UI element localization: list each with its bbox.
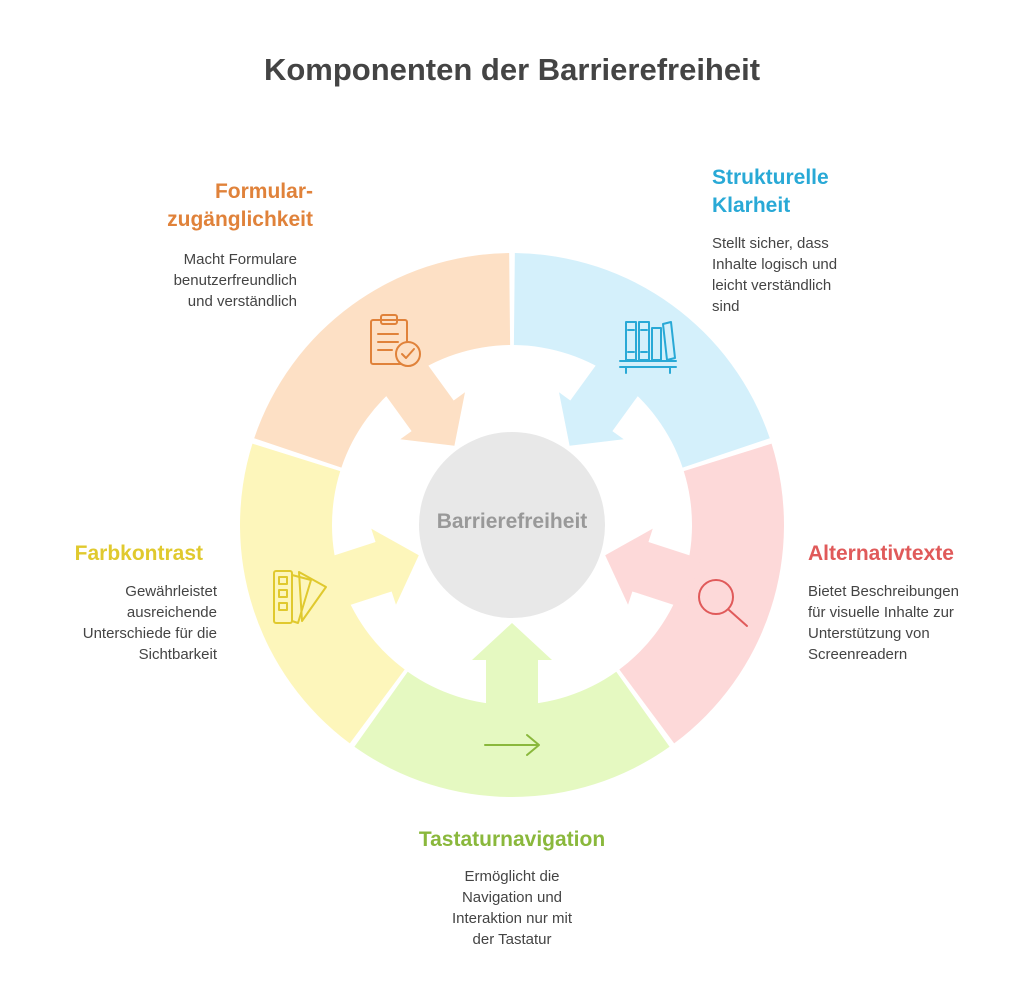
center-label: Barrierefreiheit xyxy=(436,510,588,533)
bookshelf-icon xyxy=(619,321,677,374)
segment-formular xyxy=(254,253,511,468)
segment-tastatur xyxy=(354,671,670,798)
arrow-formular xyxy=(379,356,466,446)
arrow-farbe xyxy=(323,528,419,609)
arrow-right-icon xyxy=(484,734,540,756)
page-title: Komponenten der Barrierefreiheit xyxy=(263,52,761,87)
label-strukturelle-klarheit-title: Strukturelle Klarheit xyxy=(712,166,829,217)
label-alternativtexte-description: Bietet Beschreibungen für visuelle Inhal… xyxy=(808,583,959,663)
label-tastaturnavigation-description: Ermöglicht die Navigation und Interaktio… xyxy=(451,868,573,948)
label-strukturelle-klarheit-description: Stellt sicher, dass Inhalte logisch und … xyxy=(712,235,838,315)
arrow-alt xyxy=(605,528,701,609)
label-farbkontrast-title: Farbkontrast xyxy=(74,542,203,565)
arrow-tastatur xyxy=(472,623,552,715)
center-circle xyxy=(419,432,605,618)
clipboard-check-icon xyxy=(370,314,421,367)
label-formularzugaenglichkeit-title: Formular- zugänglichkeit xyxy=(167,180,313,231)
label-formularzugaenglichkeit-description: Macht Formulare benutzerfreundlich und v… xyxy=(173,251,297,310)
label-tastaturnavigation-title: Tastaturnavigation xyxy=(418,828,606,851)
arrow-struktur xyxy=(558,356,645,446)
magnifier-icon xyxy=(698,579,748,627)
color-swatch-icon xyxy=(273,570,327,624)
label-alternativtexte-title: Alternativtexte xyxy=(808,542,954,565)
label-farbkontrast-description: Gewährleistet ausreichende Unterschiede … xyxy=(82,583,217,663)
segment-alt xyxy=(619,443,784,744)
